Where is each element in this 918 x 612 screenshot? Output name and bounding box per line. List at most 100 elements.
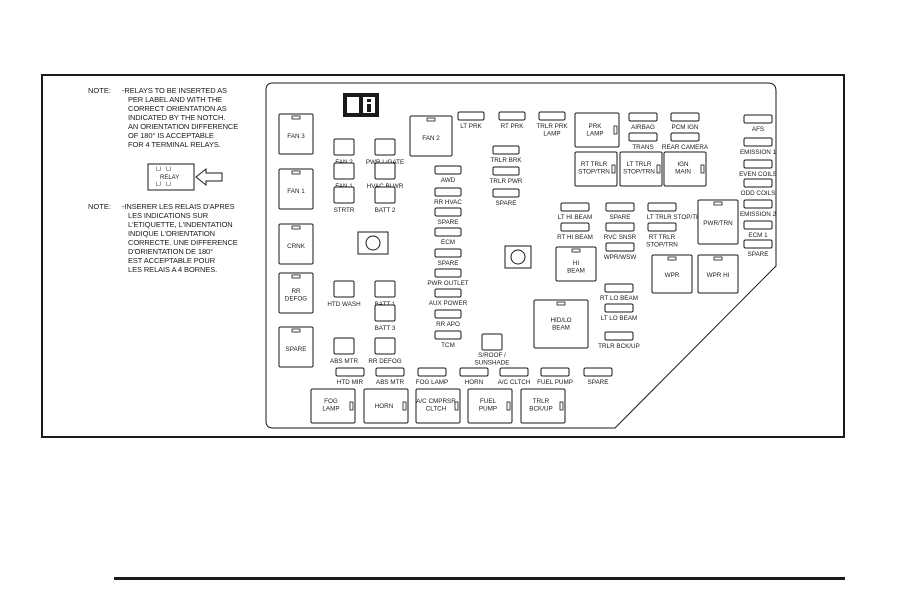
right-fuse-label: SPARE: [748, 251, 769, 258]
small-relay-label: BATT 2: [375, 207, 396, 214]
right-fuse-3: [743, 178, 773, 188]
center-fuse-5: [434, 268, 462, 278]
small-relay-4: [333, 186, 355, 204]
beam-fuse-6: [605, 242, 635, 252]
svg-text:└┘ └┘: └┘ └┘: [154, 166, 173, 174]
bottom-fuse-label: HTD MIR: [337, 379, 364, 386]
bottom-fuse-5: [540, 367, 570, 377]
bottom-relay-1: [363, 388, 409, 424]
beam-fuse-4: [605, 222, 635, 232]
bottom-fuse-2: [417, 367, 447, 377]
center-fuse-label: SPARE: [438, 219, 459, 226]
relay-notch: [291, 170, 301, 175]
trlr-fuse-label: TRLR BRK: [490, 157, 522, 164]
beam-fuse-0: [560, 202, 590, 212]
center-fuse-label: ECM: [441, 239, 455, 246]
fuse-block-outline: [265, 82, 777, 429]
sroof-relay: [481, 333, 503, 351]
screw-head: [365, 235, 381, 251]
airbag-fuse-label: PCM IGN: [672, 124, 699, 131]
bottom-fuse-label: A/C CLTCH: [498, 379, 531, 386]
right-fuse-label: EMISSION 2: [740, 211, 777, 218]
relay-notch: [571, 248, 581, 253]
center-fuse-label: TCM: [441, 342, 455, 349]
center-fuse-label: SPARE: [438, 260, 459, 267]
top-fuse-2: [538, 111, 566, 121]
relay-notch: [291, 274, 301, 279]
relay-arrow-icon: └┘ └┘ RELAY └┘ └┘: [147, 163, 223, 191]
relay-notch: [667, 256, 677, 261]
lo-beam-fuse-2: [604, 331, 634, 341]
beam-fuse-label: SPARE: [610, 214, 631, 221]
beam-fuse-3: [560, 222, 590, 232]
small-relay-10: [374, 337, 396, 355]
top-fuse-label: RT PRK: [501, 123, 525, 130]
relay-notch: [349, 401, 354, 411]
right-fuse-label: EMISSION 1: [740, 149, 777, 156]
relay-notch: [611, 164, 616, 174]
bottom-relay-label: HORN: [375, 403, 394, 410]
small-relay-6: [333, 280, 355, 298]
beam-fuse-label: LT HI BEAM: [558, 214, 592, 221]
mid-relay-2: [663, 151, 707, 187]
sroof-label: S/ROOF /SUNSHADE: [475, 352, 510, 367]
right-fuse-label: AFS: [752, 126, 764, 133]
relay-notch: [402, 401, 407, 411]
right-fuse-label: ODD COILS: [741, 190, 776, 197]
relay-notch: [556, 301, 566, 306]
wpr-relay-label: WPR: [665, 272, 680, 279]
beam-fuse-label: LT TRLR STOP/TRN: [647, 214, 706, 221]
relay-notch: [291, 225, 301, 230]
relay-example-label: RELAY: [160, 175, 179, 181]
airbag-fuse-1: [670, 112, 700, 122]
top-fuse-label: LT PRK: [460, 123, 482, 130]
note-fr-label: NOTE:: [88, 202, 111, 211]
beam-fuse-label: RVC SNSR: [604, 234, 637, 241]
airbag-fuse-label: TRANS: [632, 144, 653, 151]
small-relay-9: [333, 337, 355, 355]
airbag-fuse-label: REAR CAMERA: [662, 144, 709, 151]
relay-fan2-label: FAN 2: [422, 135, 440, 142]
right-fuse-5: [743, 220, 773, 230]
relay-left-label: FAN 3: [287, 133, 305, 140]
relay-notch: [506, 401, 511, 411]
relay-0: [278, 113, 314, 155]
beam-fuse-label: WPR/WSW: [604, 254, 637, 261]
small-relay-8: [374, 304, 396, 322]
center-fuse-7: [434, 309, 462, 319]
note-en-text: -RELAYS TO BE INSERTED AS PER LABEL AND …: [122, 86, 239, 149]
relay-notch: [291, 115, 301, 120]
right-fuse-0: [743, 114, 773, 124]
center-fuse-label: RR APO: [436, 321, 460, 328]
relay-notch: [700, 164, 705, 174]
wpr-relay-0: [651, 254, 693, 294]
trlr-fuse-1: [492, 166, 520, 176]
svg-text:└┘ └┘: └┘ └┘: [154, 181, 173, 189]
bottom-relay-2: [415, 388, 461, 424]
page-rule: [114, 577, 845, 580]
center-fuse-1: [434, 187, 462, 197]
small-relay-0: [333, 138, 355, 156]
center-fuse-8: [434, 330, 462, 340]
right-fuse-1: [743, 137, 773, 147]
owner-manual-icon: [343, 93, 379, 117]
relay-1: [278, 168, 314, 210]
bottom-fuse-1: [375, 367, 405, 377]
mid-relay-1: [619, 151, 663, 187]
top-fuse-1: [498, 111, 526, 121]
relay-left-label: FAN 1: [287, 188, 305, 195]
relay-3: [278, 272, 314, 314]
bottom-fuse-3: [459, 367, 489, 377]
relay-left-label: CRNK: [287, 243, 306, 250]
mid-relay-0: [574, 151, 618, 187]
relay-fan2: [409, 115, 453, 157]
